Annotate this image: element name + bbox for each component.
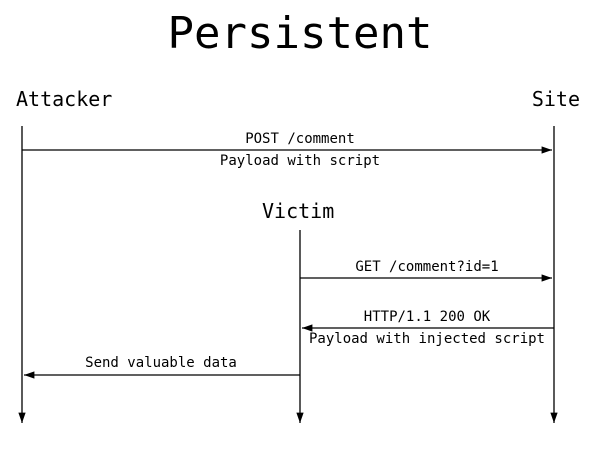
actor-victim: Victim: [262, 199, 335, 223]
actor-attacker: Attacker: [16, 87, 113, 111]
actor-site: Site: [531, 87, 580, 111]
message-label-http-ok: HTTP/1.1 200 OK: [363, 309, 491, 325]
message-label-post-comment: POST /comment: [245, 131, 355, 147]
message-label-get-comment: GET /comment?id=1: [355, 259, 499, 275]
diagram-title: Persistent: [167, 8, 433, 59]
message-label-send-data: Send valuable data: [85, 355, 237, 371]
message-note-injected-script: Payload with injected script: [308, 331, 545, 347]
message-note-payload-script: Payload with script: [219, 153, 381, 169]
